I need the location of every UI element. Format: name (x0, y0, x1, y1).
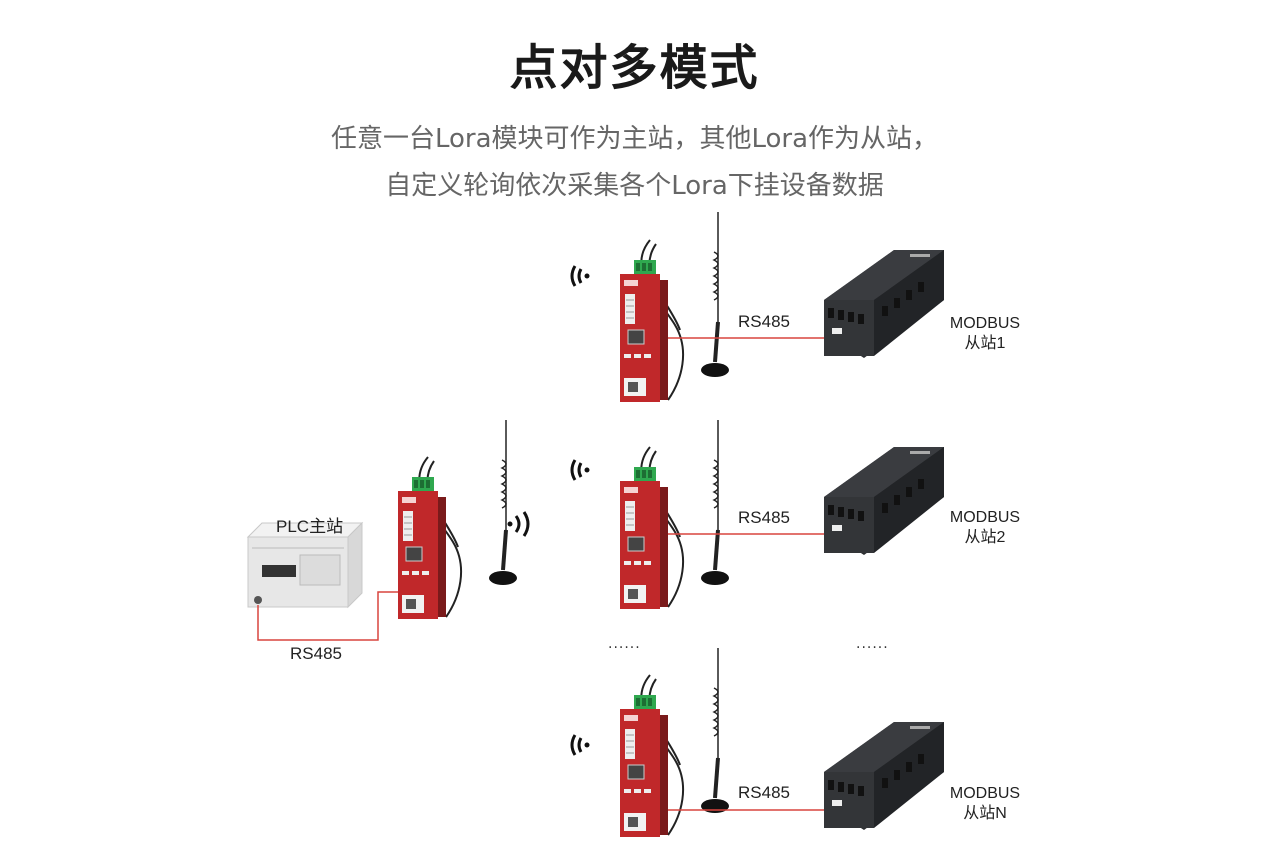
slave-lora-module-3 (619, 674, 685, 838)
subtitle-line-2: 自定义轮询依次采集各个Lora下挂设备数据 (385, 171, 884, 201)
slave-1-rs485-label: RS485 (738, 312, 790, 331)
slave-signal-icon-3 (570, 733, 591, 757)
master-rs485-label: RS485 (290, 644, 342, 663)
slave-lora-module-2 (619, 446, 685, 610)
slave-n-device-label-line-1: MODBUS (949, 785, 1021, 802)
master-lora-module (397, 456, 463, 620)
slave-1-device-label: MODBUS 从站1 (945, 314, 1025, 354)
slave-antenna-1 (699, 210, 731, 379)
modbus-slave-device-1 (824, 250, 944, 358)
slave-signal-icon-1 (570, 264, 591, 288)
slave-signal-icon-2 (570, 458, 591, 482)
master-antenna (487, 418, 519, 587)
modbus-slave-device-2 (824, 447, 944, 555)
slave-2-device-label: MODBUS 从站2 (945, 508, 1025, 548)
master-signal-icon (507, 511, 530, 537)
modbus-slave-device-3 (824, 722, 944, 830)
subtitle-line-1: 任意一台Lora模块可作为主站，其他Lora作为从站， (330, 124, 939, 154)
slave-2-rs485-label: RS485 (738, 508, 790, 527)
slave-n-rs485-label: RS485 (738, 783, 790, 802)
plc-master-device (246, 521, 364, 609)
ellipsis-left: ...... (608, 636, 641, 652)
slave-n-device-label: MODBUS 从站N (945, 784, 1025, 824)
slave-1-device-label-line-1: MODBUS (949, 315, 1021, 332)
slave-2-device-label-line-1: MODBUS (949, 509, 1021, 526)
slave-n-device-label-line-2: 从站N (963, 805, 1007, 822)
master-rs485-line (257, 591, 402, 641)
slave-antenna-2 (699, 418, 731, 587)
slave-1-device-label-line-2: 从站1 (964, 335, 1006, 352)
plc-master-label: PLC主站 (276, 517, 344, 536)
slave-antenna-3 (699, 646, 731, 815)
ellipsis-right: ...... (856, 636, 889, 652)
page-title: 点对多模式 (509, 40, 760, 96)
slave-2-device-label-line-2: 从站2 (964, 529, 1006, 546)
slave-lora-module-1 (619, 239, 685, 403)
